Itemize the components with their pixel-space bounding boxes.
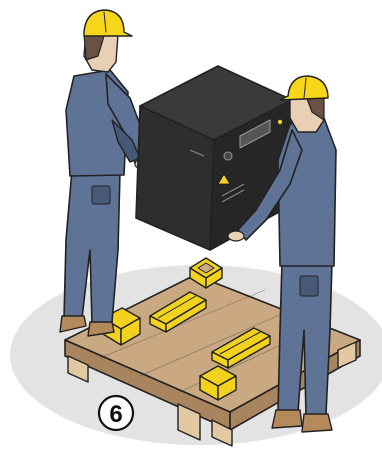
worker-left-pocket xyxy=(92,186,110,204)
unit-indicator xyxy=(278,120,282,124)
worker-right-hand xyxy=(228,231,244,241)
worker-right-boot xyxy=(272,410,302,428)
equipment-unit-icon xyxy=(136,66,292,250)
worker-right-pocket xyxy=(300,276,318,296)
step-number-label: 6 xyxy=(109,401,122,428)
hard-hat-icon xyxy=(84,10,132,36)
hard-hat-icon xyxy=(280,76,328,100)
step-number-badge: 6 xyxy=(99,396,133,430)
unit-knob xyxy=(224,152,232,160)
worker-right-torso xyxy=(278,118,336,266)
worker-right-boot xyxy=(302,414,332,432)
